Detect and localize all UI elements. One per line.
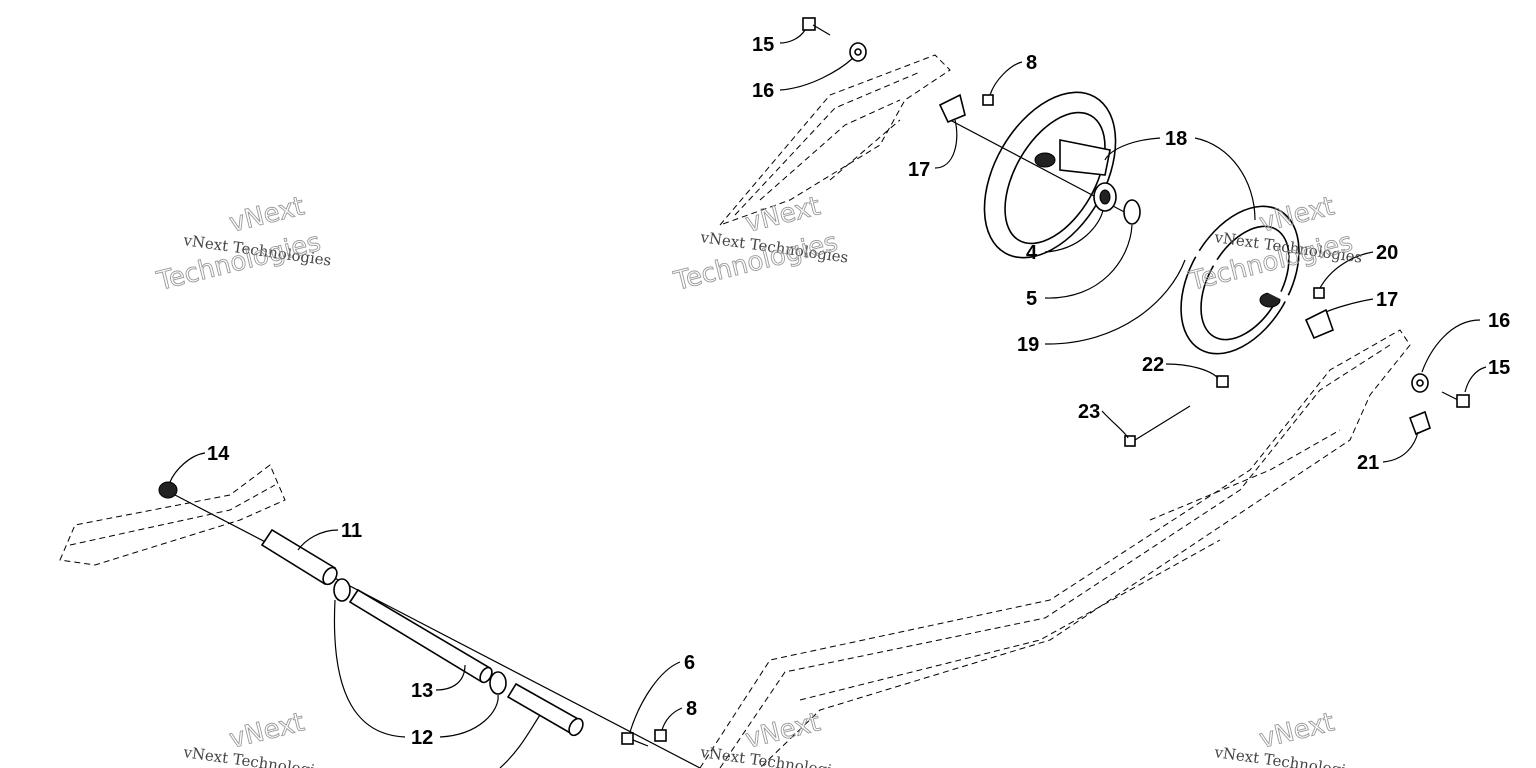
callout-8-bottom: 8	[686, 698, 697, 720]
bolt-23	[1124, 405, 1191, 447]
watermark-left-top: vNext vNext Technologies Technologies	[153, 191, 332, 298]
svg-text:vNext: vNext	[742, 707, 823, 754]
watermark-right-bottom: vNext vNext Technologies	[1212, 707, 1363, 768]
callout-18: 18	[1165, 128, 1187, 150]
callout-14: 14	[207, 443, 230, 465]
nut-8-top	[982, 94, 994, 106]
watermark-left-bottom: vNext vNext Technologies	[181, 707, 332, 768]
callout-11: 11	[341, 520, 362, 542]
left-rail-top-outline	[718, 54, 951, 227]
spacer-right	[506, 682, 584, 737]
washer-16-top	[849, 42, 867, 62]
bearing-4	[1093, 182, 1117, 212]
rear-idler-wheel-upper	[983, 91, 1117, 259]
callout-20: 20	[1376, 242, 1398, 264]
ring-12-left	[333, 578, 351, 602]
left-rail-bottom-outline	[59, 464, 286, 566]
bracket-17-right	[1304, 308, 1335, 340]
callout-4: 4	[1026, 242, 1038, 264]
cap-screw-15-top	[802, 17, 831, 36]
washer-16-right	[1411, 373, 1429, 393]
callout-17-right: 17	[1376, 289, 1398, 311]
screw-6	[621, 732, 649, 747]
callout-12: 12	[411, 727, 433, 749]
nut-21	[1408, 410, 1431, 436]
callout-17-top: 17	[908, 159, 930, 181]
callout-5: 5	[1026, 288, 1037, 310]
nut-14	[158, 481, 178, 499]
watermark-center-bottom: vNext vNext Technologies	[698, 707, 849, 768]
callout-13: 13	[411, 680, 433, 702]
callout-labels: 15 16 8 17 18 4 5 19 20 17 16 15 22 23 2…	[207, 34, 1510, 749]
nut-8-bottom	[654, 729, 667, 742]
callout-21: 21	[1357, 452, 1379, 474]
ring-12-right	[489, 671, 507, 695]
callout-6: 6	[684, 652, 695, 674]
leader-lines	[169, 29, 1487, 768]
callout-16-right: 16	[1488, 310, 1510, 332]
callout-15-top: 15	[752, 34, 774, 56]
callout-8-top: 8	[1026, 52, 1037, 74]
callout-15-right: 15	[1488, 357, 1510, 379]
nut-22	[1216, 375, 1229, 388]
watermark-center-top: vNext vNext Technologies Technologies	[670, 191, 849, 298]
snap-ring-5	[1123, 199, 1141, 225]
right-rail-outline	[699, 329, 1411, 768]
svg-text:vNext: vNext	[226, 707, 307, 754]
spacer-11	[260, 528, 338, 586]
screw-20	[1313, 287, 1325, 299]
callout-19: 19	[1017, 334, 1039, 356]
cap-screw-15-right	[1441, 391, 1470, 408]
svg-text:vNext: vNext	[1256, 707, 1337, 754]
rear-idler-wheel-lower	[1180, 205, 1300, 355]
shaft-13	[348, 588, 493, 684]
callout-16-top: 16	[752, 80, 774, 102]
bracket-17-top	[938, 93, 966, 124]
callout-22: 22	[1142, 354, 1164, 376]
svg-text:vNext: vNext	[742, 191, 823, 238]
callout-23: 23	[1078, 401, 1100, 423]
